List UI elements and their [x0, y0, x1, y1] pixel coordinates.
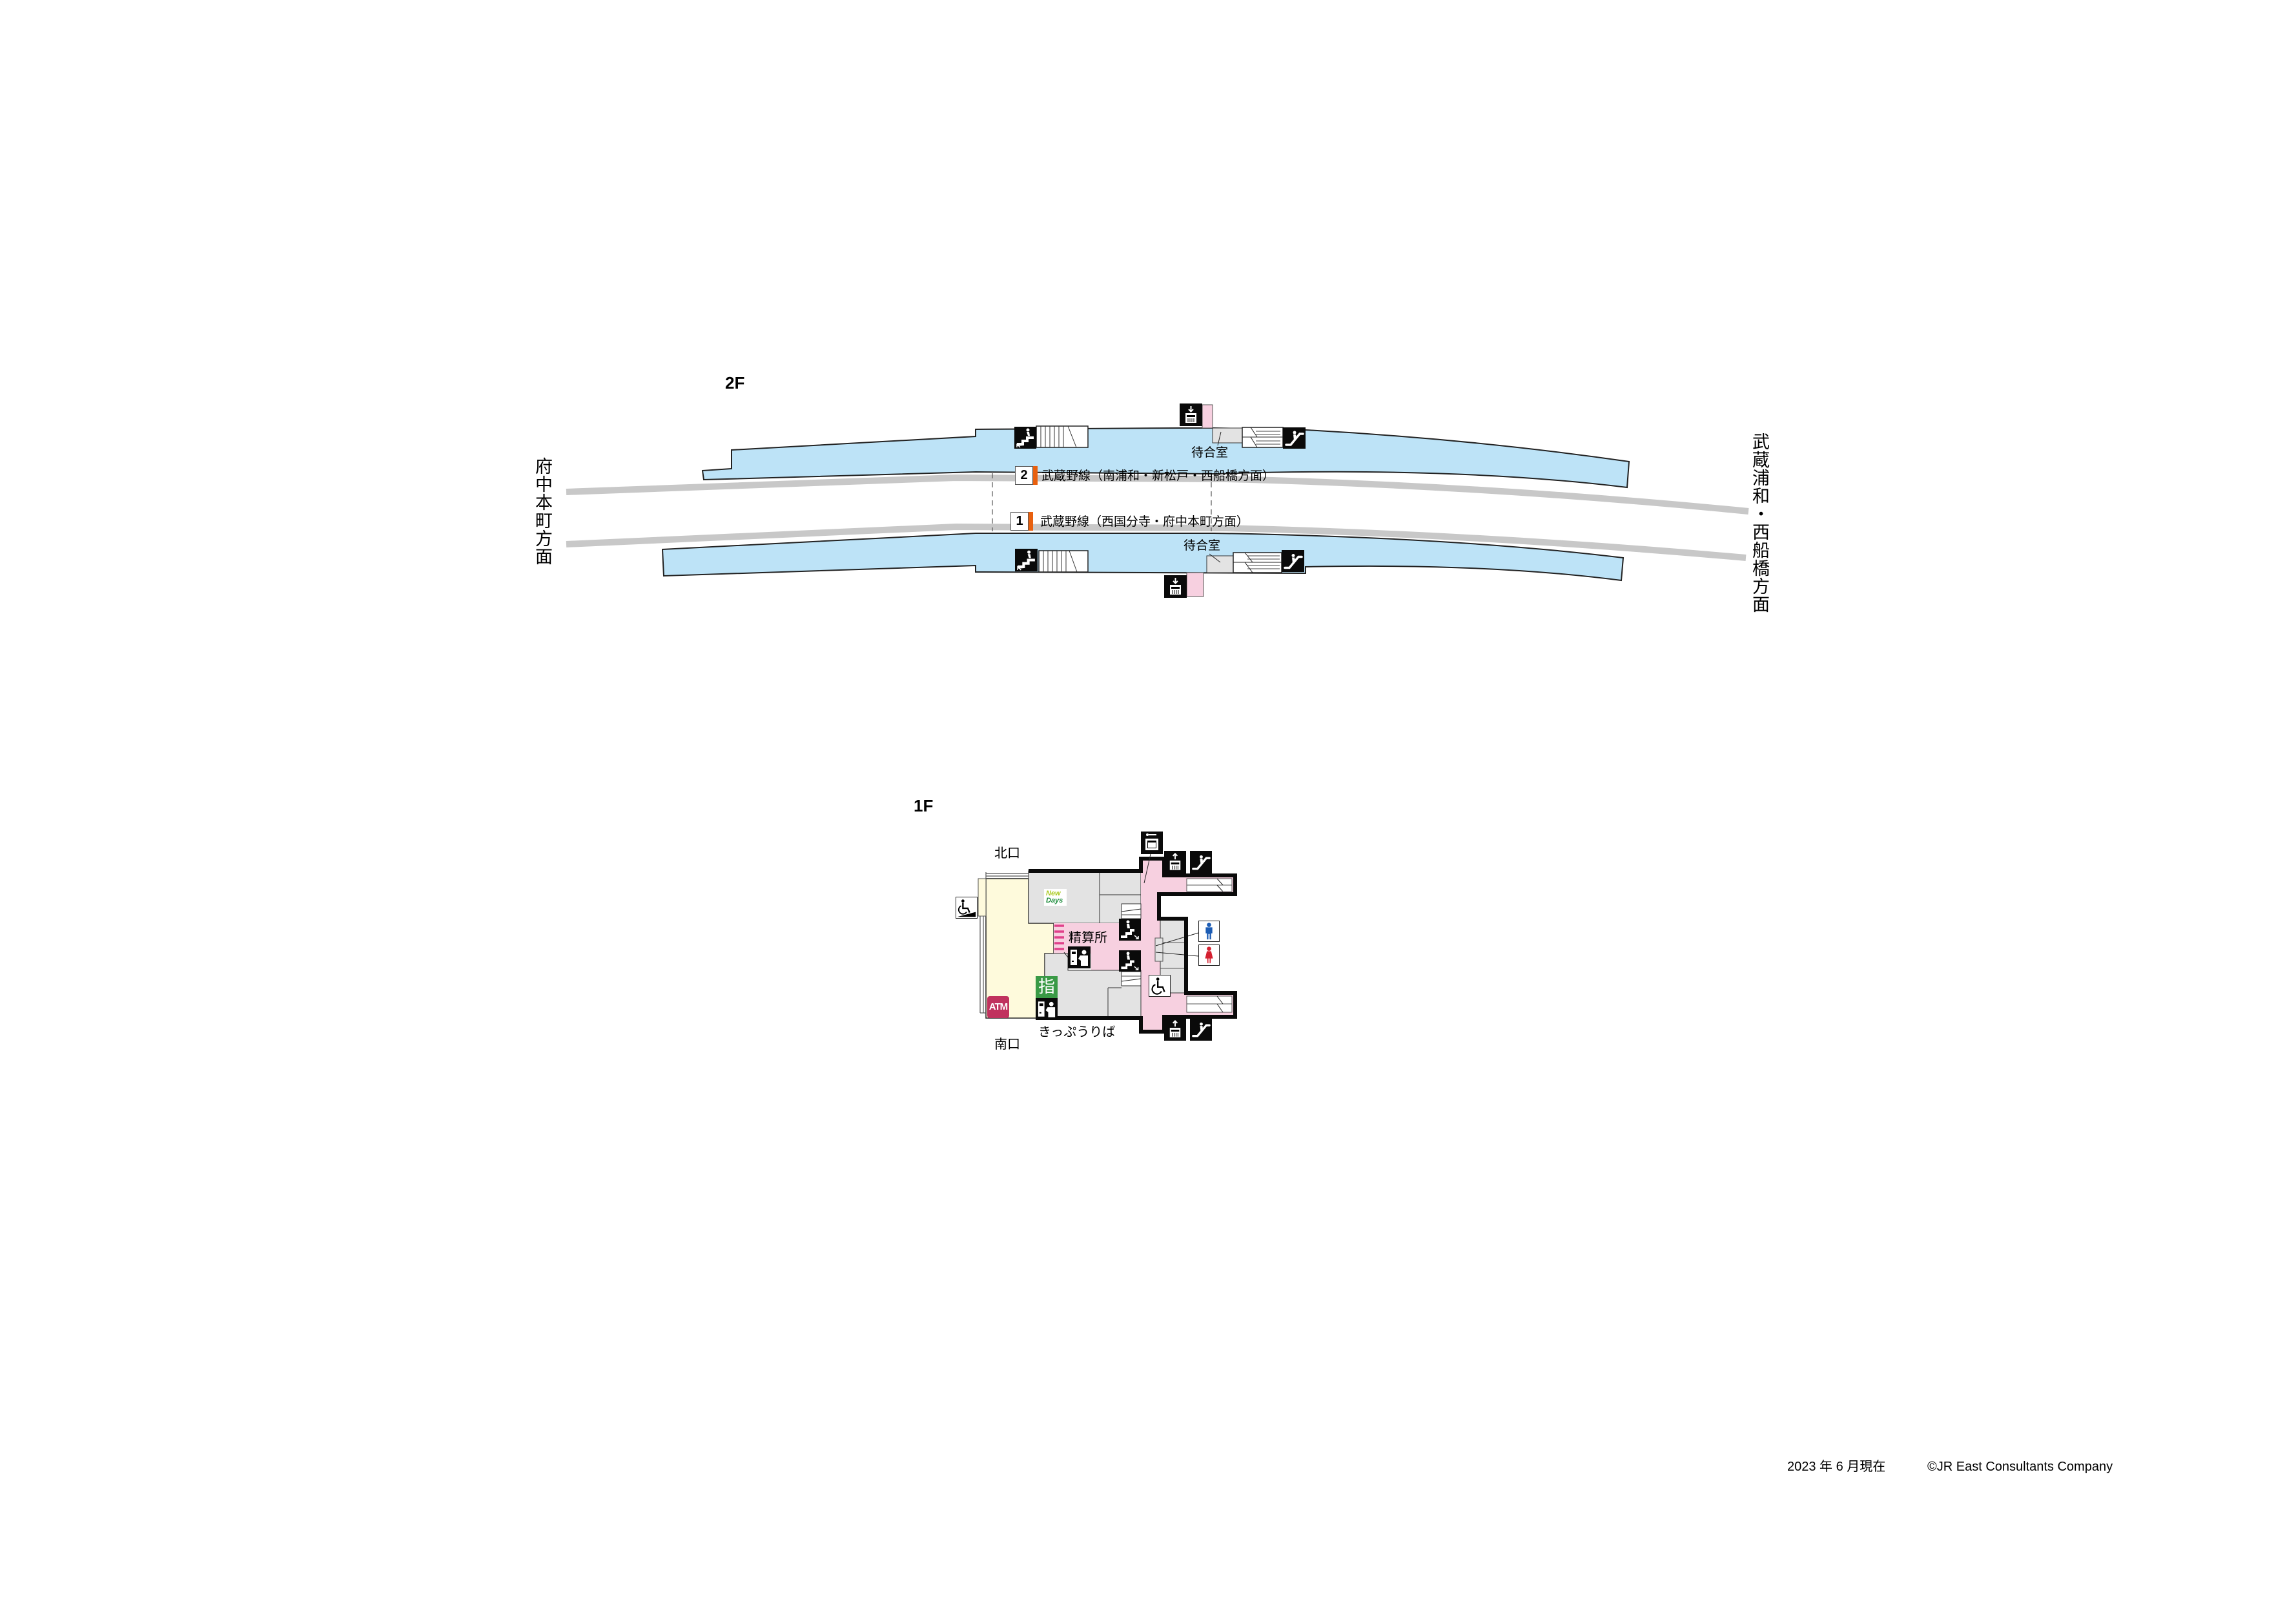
escalator-icon: [1282, 550, 1304, 572]
upper-waiting-room: [1212, 427, 1243, 444]
waiting-room-label-lower: 待合室: [1184, 538, 1221, 553]
elevator-up-icon: [1164, 851, 1186, 873]
track-2-rail: [566, 474, 1749, 515]
shop-logo-line2: Days: [1046, 897, 1063, 904]
direction-label-east: 武蔵浦和・西船橋方面: [1749, 433, 1769, 613]
north-platform-stairs: [1186, 878, 1233, 892]
north-entrance-gate: [985, 872, 1029, 879]
stairs-icon: [1119, 919, 1141, 941]
elevator-down-icon: [1180, 403, 1202, 426]
as-of-date: 2023 年 6 月現在: [1787, 1460, 1886, 1474]
concourse-walls: [1029, 857, 1237, 1034]
upper-elevator-shaft: [1202, 404, 1213, 429]
platform-lower: [661, 533, 1625, 582]
escalator-icon: [1190, 1018, 1212, 1041]
track-1-rail: [566, 523, 1747, 561]
shop-logo-line1: New: [1046, 890, 1061, 897]
south-platform-stairs: [1186, 995, 1233, 1013]
elevator-down-icon: [1164, 575, 1187, 598]
direction-label-west: 府中本町方面: [532, 457, 552, 566]
fare-adjustment-label: 精算所: [1069, 930, 1107, 945]
track-number-1: 1: [1010, 512, 1033, 531]
copyright: ©JR East Consultants Company: [1927, 1460, 2113, 1474]
ticket-gates: [1054, 924, 1064, 950]
ticket-machine-icon: [1036, 998, 1058, 1020]
lower-escalator: [1233, 552, 1282, 573]
accessible-toilet-icon: [1149, 975, 1171, 997]
reserved-seat-ticket-sign: 指: [1036, 976, 1058, 998]
north-exit-label: 北口: [994, 845, 1020, 861]
ticket-office-label: きっぷうりば: [1038, 1024, 1116, 1039]
lower-waiting-room: [1206, 555, 1234, 573]
floor-label-2f: 2F: [725, 373, 745, 393]
track-number-2: 2: [1015, 466, 1038, 485]
floor-label-1f: 1F: [914, 796, 934, 815]
platform-connectors: [992, 473, 1212, 531]
concourse-stairs-top: [1121, 903, 1142, 919]
stairs-icon: [1015, 549, 1038, 571]
lower-elevator-shaft: [1186, 572, 1204, 597]
tracks: [566, 474, 1749, 561]
south-exit-label: 南口: [994, 1036, 1020, 1052]
west-wall-double-line: [979, 916, 986, 1014]
stairs-icon: [1119, 950, 1141, 972]
escalator-icon: [1283, 427, 1306, 449]
stairs-icon: [1014, 427, 1036, 449]
coin-locker-icon: [1141, 832, 1163, 854]
men-toilet-icon: [1198, 921, 1220, 942]
fare-adjustment-machine-icon: [1068, 946, 1091, 968]
atm-sign: ATM: [987, 996, 1009, 1018]
concourse-stairs-bottom: [1121, 971, 1142, 986]
track-1-destination: 武蔵野線（西国分寺・府中本町方面）: [1040, 515, 1249, 529]
lower-stairs: [1038, 550, 1089, 573]
wheelchair-ramp-icon: [956, 897, 978, 919]
newdays-shop-logo: New Days: [1044, 889, 1067, 906]
women-toilet-icon: [1198, 944, 1220, 966]
upper-escalator: [1242, 427, 1284, 448]
waiting-room-label-upper: 待合室: [1191, 445, 1229, 460]
ramp-entrance: [978, 878, 987, 917]
track-2-destination: 武蔵野線（南浦和・新松戸・西船橋方面）: [1041, 469, 1275, 483]
escalator-icon: [1190, 851, 1212, 873]
paid-concourse: [1054, 859, 1235, 1032]
upper-stairs: [1036, 425, 1089, 448]
elevator-up-icon: [1164, 1018, 1186, 1041]
platform-upper: [701, 427, 1630, 489]
